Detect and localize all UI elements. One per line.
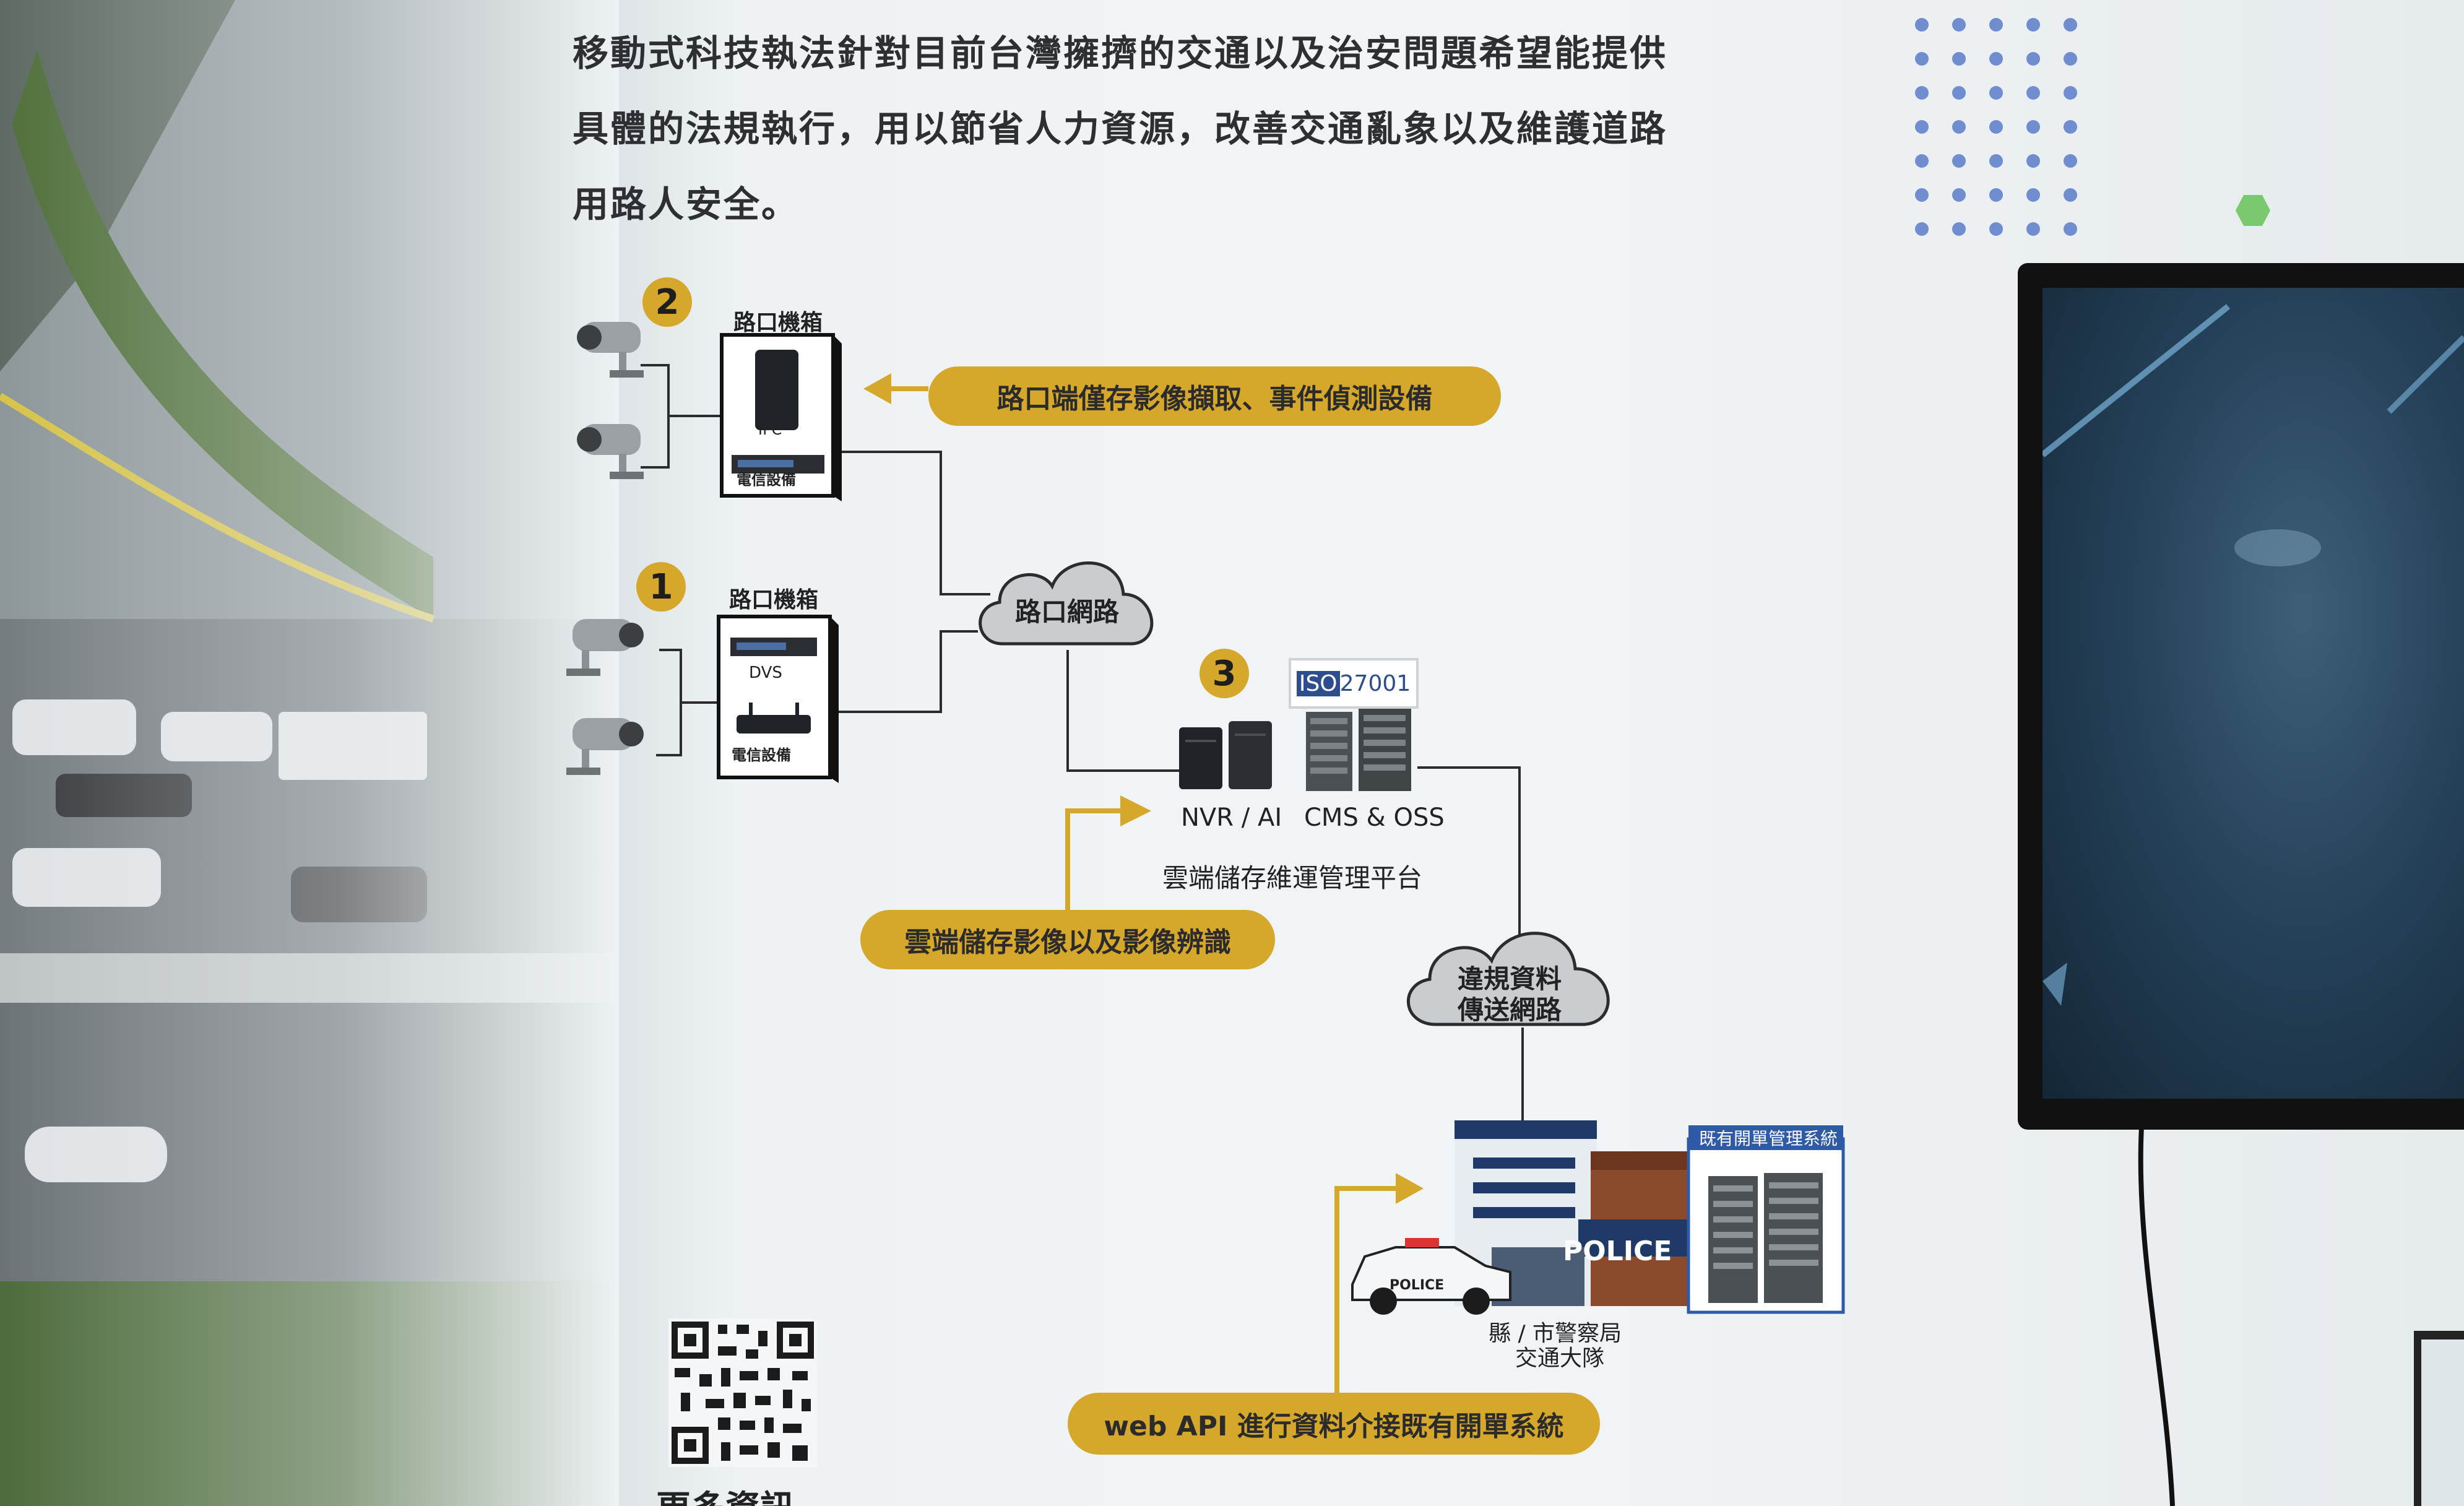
site-1-cabinet — [717, 615, 839, 783]
cms-oss-server-icon — [1306, 709, 1411, 791]
dot-grid-decoration — [1915, 18, 2077, 236]
site-2-title: 路口機箱 — [733, 310, 823, 335]
police-station-illustration — [1351, 1120, 1845, 1315]
violation-network-line-1: 違規資料 — [1458, 964, 1562, 994]
cms-oss-label: CMS & OSS — [1304, 803, 1445, 832]
intro-paragraph: 移動式科技執法針對目前台灣擁擠的交通以及治安問題希望能提供 具體的法規執行，用以… — [573, 15, 1872, 242]
police-caption-line-1: 縣 / 市警察局 — [1489, 1321, 1622, 1346]
site-1-telecom-label: 電信設備 — [732, 747, 791, 764]
site-1-cameras — [566, 619, 644, 775]
aerial-road-photo — [0, 0, 619, 1506]
tv-screen-reflection — [2043, 304, 2464, 1006]
cloud-network-label: 路口網路 — [1015, 597, 1120, 627]
site-2-device-label: IPC — [758, 421, 782, 438]
ticketing-system-title: 既有開單管理系統 — [1699, 1128, 1838, 1149]
callout-web-api: web API 進行資料介接既有開單系統 — [1068, 1393, 1600, 1455]
iso-label: ISO — [1296, 670, 1340, 696]
site-1-title: 路口機箱 — [729, 587, 819, 613]
cloud-platform-label: 雲端儲存維運管理平台 — [1162, 863, 1423, 893]
violation-network-line-2: 傳送網路 — [1458, 995, 1562, 1025]
hexagon-decoration — [2236, 195, 2270, 226]
qr-code — [668, 1318, 817, 1467]
iso-certification-badge: ISO 27001 — [1289, 658, 1419, 709]
intro-line-1: 移動式科技執法針對目前台灣擁擠的交通以及治安問題希望能提供 — [573, 32, 1668, 74]
nvr-ai-label: NVR / AI — [1181, 803, 1282, 832]
site-1-badge: 1 — [636, 562, 686, 612]
intro-line-3: 用路人安全。 — [573, 183, 800, 225]
intro-line-2: 具體的法規執行，用以節省人力資源，改善交通亂象以及維護道路 — [573, 108, 1668, 150]
callout-edge-devices: 路口端僅存影像擷取、事件偵測設備 — [928, 366, 1501, 426]
nvr-ai-server-icon — [1179, 721, 1272, 789]
site-3-badge: 3 — [1200, 649, 1249, 698]
tv-screen — [2043, 288, 2464, 1099]
qr-caption: 更多資訊 — [656, 1481, 795, 1506]
site-2-cameras — [577, 322, 644, 479]
callout-cloud-storage: 雲端儲存影像以及影像辨識 — [860, 910, 1275, 969]
police-station-sign: POLICE — [1563, 1236, 1672, 1267]
site-2-badge: 2 — [642, 277, 692, 327]
site-1-device-label: DVS — [749, 664, 782, 682]
police-caption-line-2: 交通大隊 — [1515, 1346, 1605, 1371]
laptop-corner — [2414, 1331, 2464, 1506]
cloud-network-icon — [979, 561, 1154, 646]
police-car-label: POLICE — [1390, 1278, 1445, 1293]
iso-number: 27001 — [1339, 670, 1411, 696]
site-2-telecom-label: 電信設備 — [737, 471, 796, 488]
site-2-cabinet — [720, 333, 842, 501]
tv-power-cable — [2138, 1127, 2175, 1506]
violation-network-cloud-icon — [1407, 932, 1610, 1026]
